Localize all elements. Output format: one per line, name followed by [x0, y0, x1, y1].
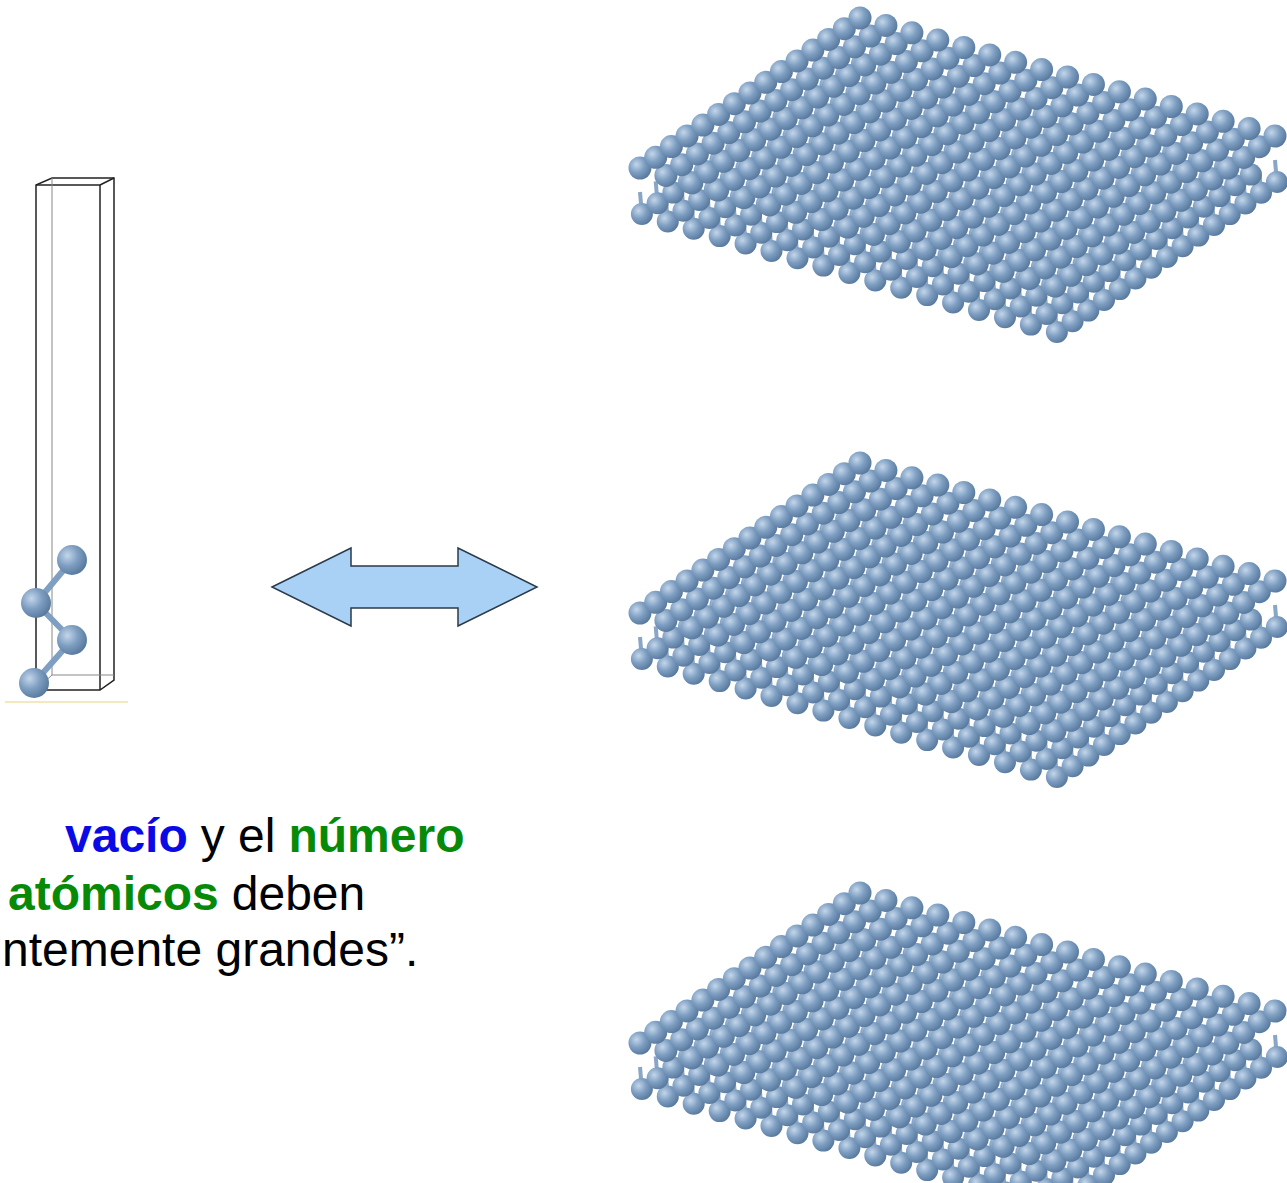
atom — [1212, 555, 1235, 578]
base-line — [5, 701, 128, 703]
atom — [1056, 511, 1079, 534]
atom — [1160, 95, 1183, 118]
atom — [952, 36, 975, 59]
atom — [926, 29, 949, 52]
atom — [926, 474, 949, 497]
atom — [1082, 518, 1105, 541]
atom — [874, 459, 897, 482]
atomic-slab — [629, 882, 1287, 1183]
atom — [1108, 80, 1131, 103]
atom — [952, 481, 975, 504]
unit-cell-atoms — [19, 545, 87, 698]
atom — [1212, 110, 1235, 133]
atom — [1056, 66, 1079, 89]
atom — [849, 7, 872, 30]
atom — [1004, 496, 1027, 519]
atom — [1264, 125, 1287, 148]
atom — [849, 452, 872, 475]
atomic-slab — [629, 452, 1287, 789]
atom — [1030, 503, 1053, 526]
atom — [1108, 525, 1131, 548]
atom — [1030, 58, 1053, 81]
atom — [900, 466, 923, 489]
atom — [1134, 533, 1157, 556]
double-arrow — [272, 548, 537, 626]
slab-stack — [629, 7, 1287, 1183]
atom — [978, 488, 1001, 511]
atom — [1082, 73, 1105, 96]
atom — [1134, 88, 1157, 111]
atomic-slab — [629, 7, 1287, 344]
atom — [1238, 562, 1261, 585]
atom — [1264, 570, 1287, 593]
atom — [1186, 547, 1209, 570]
atom — [1186, 102, 1209, 125]
atom — [874, 14, 897, 37]
atom — [1160, 540, 1183, 563]
unit-cell — [36, 178, 114, 690]
atom — [1266, 171, 1287, 193]
atom — [900, 21, 923, 44]
atom — [1004, 51, 1027, 74]
atom — [978, 43, 1001, 66]
atom — [1266, 616, 1287, 638]
atom — [1238, 117, 1261, 140]
